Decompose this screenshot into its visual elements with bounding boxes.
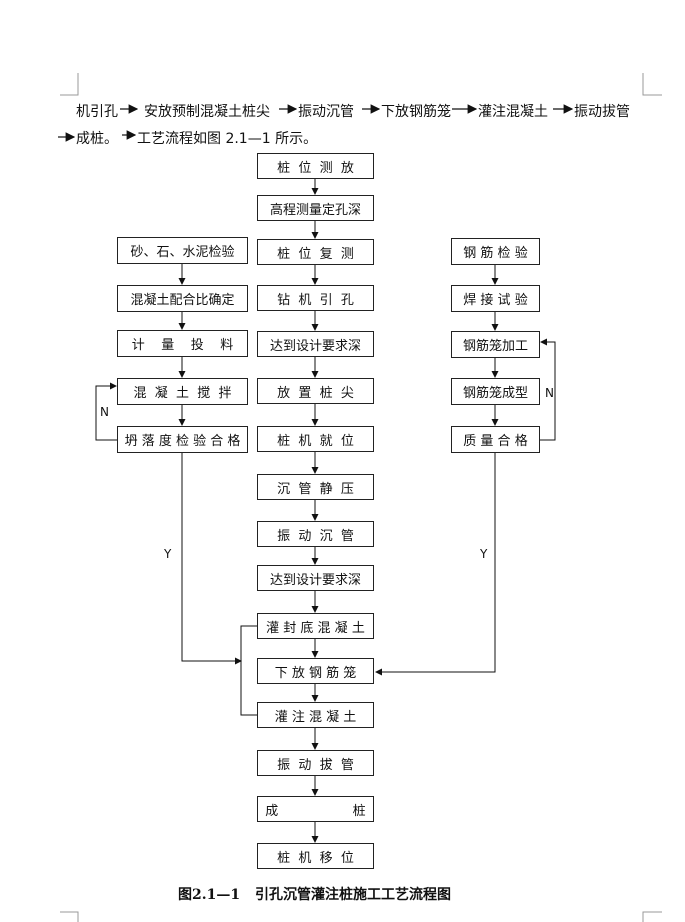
step-reach-depth-2: 达到设计要求深 xyxy=(257,565,374,591)
step-aggregate-test: 砂、石、水泥检验 xyxy=(117,237,248,264)
intro-arrows xyxy=(58,104,574,142)
step-batching: 计 量 投 料 xyxy=(117,330,248,357)
step-rig-shift: 桩 机 移 位 xyxy=(257,843,374,869)
step-pile-recheck: 桩 位 复 测 xyxy=(257,239,374,265)
intro-step: 下放钢筋笼 xyxy=(381,104,451,120)
step-vibro-extract: 振 动 拔 管 xyxy=(257,750,374,776)
intro-step: 振动拔管 xyxy=(574,104,630,120)
step-pour-concrete: 灌 注 混 凝 土 xyxy=(257,702,374,728)
intro-step: 安放预制混凝土桩尖 xyxy=(144,104,270,120)
step-rig-in-position: 桩 机 就 位 xyxy=(257,426,374,452)
step-bottom-concrete: 灌 封 底 混 凝 土 xyxy=(257,613,374,639)
intro-end: 成桩。 xyxy=(76,131,118,147)
step-reach-depth-1: 达到设计要求深 xyxy=(257,331,374,357)
path-right-yes xyxy=(375,453,496,676)
intro-step: 机引孔 xyxy=(76,104,118,120)
step-cage-formed: 钢筋笼成型 xyxy=(451,378,540,405)
step-mixing: 混 凝 土 搅 拌 xyxy=(117,378,248,405)
step-pile-formed: 成 桩 xyxy=(257,796,374,822)
step-weld-test: 焊 接 试 验 xyxy=(451,285,540,312)
intro-step: 振动沉管 xyxy=(298,104,354,120)
intro-step: 灌注混凝土 xyxy=(478,104,548,120)
label-left-yes: Y xyxy=(164,547,172,561)
bracket-concrete xyxy=(240,625,257,716)
step-static-press: 沉 管 静 压 xyxy=(257,474,374,500)
step-lower-cage: 下 放 钢 筋 笼 xyxy=(257,658,374,684)
step-cage-fabrication: 钢筋笼加工 xyxy=(451,331,540,358)
step-drill-hole: 钻 机 引 孔 xyxy=(257,285,374,311)
step-elevation-measure: 高程测量定孔深 xyxy=(257,195,374,221)
figure-number: 图2.1—1 xyxy=(178,887,241,903)
step-slump-test: 坍 落 度 检 验 合 格 xyxy=(117,426,248,453)
step-quality-pass: 质 量 合 格 xyxy=(451,426,540,453)
loop-left-no xyxy=(95,382,117,441)
label-right-yes: Y xyxy=(480,547,488,561)
label-left-no: N xyxy=(100,405,109,419)
figure-title: 引孔沉管灌注桩施工工艺流程图 xyxy=(255,887,451,903)
step-mix-ratio: 混凝土配合比确定 xyxy=(117,285,248,312)
intro-reference: 工艺流程如图 2.1—1 所示。 xyxy=(137,131,318,147)
label-right-no: N xyxy=(545,386,554,400)
path-left-yes xyxy=(181,453,242,665)
step-place-pile-tip: 放 置 桩 尖 xyxy=(257,378,374,404)
step-vibro-sink: 振 动 沉 管 xyxy=(257,521,374,547)
step-pile-layout: 桩 位 测 放 xyxy=(257,153,374,179)
step-rebar-inspection: 钢 筋 检 验 xyxy=(451,238,540,265)
loop-right-no xyxy=(540,338,556,441)
